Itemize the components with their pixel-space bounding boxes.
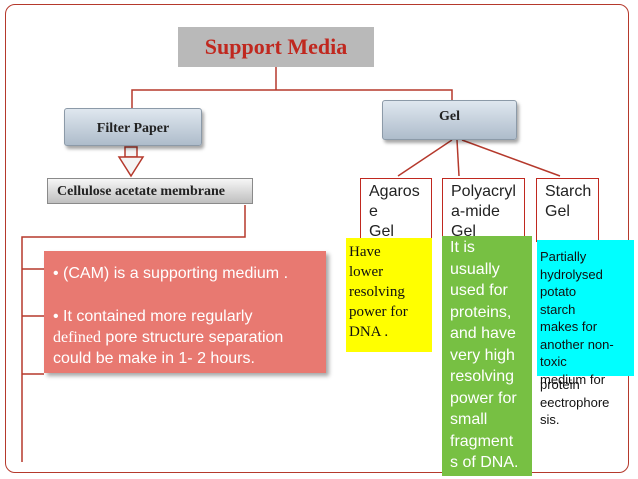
poly-note-line: usually	[450, 260, 500, 278]
poly-note-line: fragment	[450, 432, 514, 450]
starch-note-line: makes for	[540, 319, 598, 334]
poly-note-line: and have	[450, 325, 516, 342]
poly-note-line: s of DNA.	[450, 454, 519, 471]
starch-note-line: eectrophore	[540, 394, 610, 410]
cam-bullet-2-line-3: could be make in 1- 2 hours.	[53, 350, 255, 367]
starch-note-line: potato	[540, 284, 577, 299]
agarose-note-line: DNA .	[349, 324, 389, 340]
starch-note-line: Partially	[540, 249, 587, 264]
starch-note-line: hydrolysed	[540, 266, 603, 282]
poly-note-line: resolving	[450, 368, 515, 385]
starch-note-line: another non-	[540, 336, 614, 352]
poly-line-2: a-mide	[451, 203, 500, 220]
cam-bullet-2-line-2: defined pore structure separation	[53, 329, 283, 347]
agarose-note-line: resolving	[349, 284, 405, 300]
agarose-line-2: e	[369, 203, 378, 220]
cam-bullet-1: • (CAM) is a supporting medium .	[53, 265, 289, 282]
polyacrylamide-note: It is usually used for proteins, and hav…	[442, 236, 532, 476]
starch-gel-node: Starch Gel	[536, 178, 599, 242]
polyacrylamide-gel-node: Polyacryl a-mide Gel	[442, 178, 525, 242]
starch-note-line: medium for	[540, 371, 606, 387]
page-title: Support Media	[178, 27, 374, 67]
gel-to-agarose-line	[397, 139, 453, 177]
cam-node: Cellulose acetate membrane	[47, 178, 253, 204]
poly-line-3: Gel	[451, 223, 476, 240]
starch-line-1: Starch	[545, 183, 592, 200]
poly-note-line: small	[450, 411, 488, 428]
cam-bullet-2-defined: defined	[53, 329, 101, 346]
agarose-line-3: Gel	[369, 223, 394, 240]
starch-note-line: toxic	[540, 354, 567, 369]
gel-node: Gel	[382, 100, 517, 140]
cam-bullet-2-line-1: • It contained more regularly	[53, 308, 253, 325]
cam-connector	[21, 205, 246, 462]
filter-paper-node: Filter Paper	[64, 108, 202, 146]
starch-line-2: Gel	[545, 203, 570, 220]
poly-line-1: Polyacryl	[451, 183, 516, 200]
slide-frame	[5, 4, 629, 473]
title-connector	[131, 89, 453, 108]
starch-note-line: protein	[540, 377, 580, 392]
poly-note-line: very high	[450, 346, 515, 364]
poly-note-line: used for	[450, 282, 508, 299]
agarose-line-1: Agaros	[369, 183, 420, 200]
down-arrow-icon	[117, 146, 145, 178]
agarose-note-line: Have	[349, 244, 381, 260]
agarose-note: Have lower resolving power for DNA .	[346, 238, 432, 352]
agarose-gel-node: Agaros e Gel	[360, 178, 432, 242]
cam-description-box: • (CAM) is a supporting medium . • It co…	[44, 251, 326, 373]
starch-note-line: starch	[540, 301, 576, 317]
gel-to-starch-line	[461, 139, 561, 177]
agarose-note-line: lower	[349, 264, 384, 280]
starch-note-line: sis.	[540, 412, 560, 427]
poly-note-line: power for	[450, 389, 517, 407]
poly-note-line: proteins,	[450, 303, 512, 321]
agarose-note-line: power for	[349, 304, 408, 320]
cam-bullet-2-rest: pore structure separation	[100, 329, 284, 346]
gel-to-poly-line	[456, 139, 460, 177]
starch-note: Partially hydrolysed potato starch makes…	[537, 240, 634, 387]
starch-note-overflow: protein eectrophore sis.	[540, 376, 630, 466]
poly-note-line: It is	[450, 239, 475, 256]
